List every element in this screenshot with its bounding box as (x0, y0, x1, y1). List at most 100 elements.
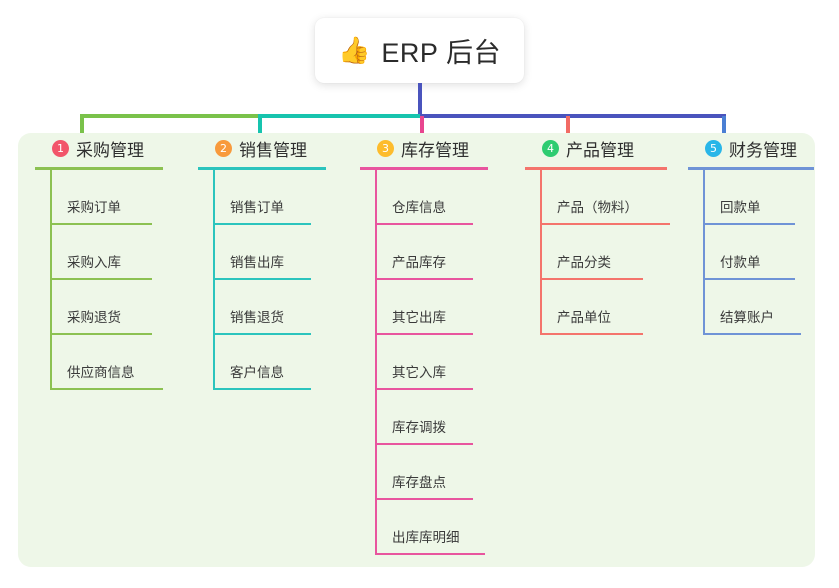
branch-item[interactable]: 其它入库 (360, 335, 488, 390)
branch-header-sales[interactable]: 2 销售管理 (198, 133, 326, 163)
branch-badge-inventory: 3 (377, 139, 394, 157)
branch-item-label: 出库库明细 (392, 530, 460, 545)
branch-item[interactable]: 销售订单 (198, 170, 326, 225)
branch-badge-product: 4 (542, 139, 559, 157)
branch-item-rule (50, 278, 152, 280)
branch-trunk-finance (703, 170, 705, 335)
branch-item-rule (703, 278, 795, 280)
branch-item-rule (375, 223, 473, 225)
branch-item-label: 仓库信息 (392, 200, 446, 215)
branch-item-label: 采购订单 (67, 200, 121, 215)
branch-item-label: 产品库存 (392, 255, 446, 270)
connector-segment-teal (258, 114, 420, 118)
branch-items-sales: 销售订单销售出库销售退货客户信息 (198, 170, 326, 390)
branch-item[interactable]: 供应商信息 (35, 335, 163, 390)
branch-item-label: 结算账户 (720, 310, 774, 325)
branch-item-label: 回款单 (720, 200, 761, 215)
branch-item-label: 供应商信息 (67, 365, 135, 380)
branch-item[interactable]: 产品分类 (525, 225, 667, 280)
branch-item-rule (375, 388, 473, 390)
branch-item-label: 采购退货 (67, 310, 121, 325)
branch-title-finance: 财务管理 (729, 140, 797, 160)
branch-item[interactable]: 采购订单 (35, 170, 163, 225)
branch-item-rule (375, 553, 485, 555)
branch-item-rule (213, 333, 311, 335)
branch-item-rule (50, 333, 152, 335)
branch-title-purchase: 采购管理 (76, 140, 144, 160)
connector-segment-green (80, 114, 258, 118)
branch-item-label: 采购入库 (67, 255, 121, 270)
branch-item-label: 产品单位 (557, 310, 611, 325)
branch-item-label: 销售订单 (230, 200, 284, 215)
thumbs-up-icon: 👍 (338, 35, 371, 66)
branch-column-inventory: 3 库存管理仓库信息产品库存其它出库其它入库库存调拨库存盘点出库库明细 (360, 133, 488, 555)
root-stem-connector (418, 83, 422, 116)
branch-item-rule (213, 223, 311, 225)
branch-item-rule (375, 498, 473, 500)
branch-item-label: 其它入库 (392, 365, 446, 380)
branch-badge-purchase: 1 (52, 139, 69, 157)
branch-item-rule (50, 223, 152, 225)
branch-badge-sales: 2 (215, 139, 232, 157)
branch-title-sales: 销售管理 (239, 140, 307, 160)
branch-trunk-product (540, 170, 542, 335)
branch-item[interactable]: 产品库存 (360, 225, 488, 280)
branch-items-product: 产品（物料） 产品分类产品单位 (525, 170, 670, 335)
branch-item[interactable]: 客户信息 (198, 335, 326, 390)
branch-items-purchase: 采购订单采购入库采购退货供应商信息 (35, 170, 163, 390)
branch-item-label: 客户信息 (230, 365, 284, 380)
branch-column-sales: 2 销售管理销售订单销售出库销售退货客户信息 (198, 133, 326, 390)
branch-header-product[interactable]: 4 产品管理 (525, 133, 667, 163)
branch-item-label: 其它出库 (392, 310, 446, 325)
branch-column-purchase: 1 采购管理采购订单采购入库采购退货供应商信息 (35, 133, 163, 390)
branch-item-rule (375, 443, 473, 445)
branch-item[interactable]: 仓库信息 (360, 170, 488, 225)
branch-item[interactable]: 采购退货 (35, 280, 163, 335)
branch-column-finance: 5 财务管理回款单付款单结算账户 (688, 133, 814, 335)
branch-item-rule (375, 278, 473, 280)
branch-header-inventory[interactable]: 3 库存管理 (360, 133, 488, 163)
branch-item-rule (703, 333, 801, 335)
branch-item[interactable]: 出库库明细 (360, 500, 488, 555)
branch-item[interactable]: 结算账户 (688, 280, 814, 335)
branch-item[interactable]: 销售退货 (198, 280, 326, 335)
branch-item-rule (375, 333, 473, 335)
branch-header-finance[interactable]: 5 财务管理 (688, 133, 814, 163)
branch-item[interactable]: 采购入库 (35, 225, 163, 280)
branch-item-label: 库存调拨 (392, 420, 446, 435)
branch-item[interactable]: 其它出库 (360, 280, 488, 335)
branch-item[interactable]: 产品（物料） (525, 170, 670, 225)
branch-item[interactable]: 库存盘点 (360, 445, 488, 500)
branch-item[interactable]: 库存调拨 (360, 390, 488, 445)
branch-header-rule-product (525, 167, 667, 170)
connector-segment-purple (420, 114, 726, 118)
branch-item-rule (213, 278, 311, 280)
branch-item-label: 库存盘点 (392, 475, 446, 490)
branch-item-label: 产品分类 (557, 255, 611, 270)
branch-items-inventory: 仓库信息产品库存其它出库其它入库库存调拨库存盘点出库库明细 (360, 170, 488, 555)
root-node-title: ERP 后台 (381, 38, 501, 68)
branch-trunk-inventory (375, 170, 377, 555)
branch-item[interactable]: 付款单 (688, 225, 814, 280)
branch-header-rule-sales (198, 167, 326, 170)
branch-items-finance: 回款单付款单结算账户 (688, 170, 814, 335)
branch-trunk-purchase (50, 170, 52, 390)
branch-item-rule (540, 223, 670, 225)
branch-item-rule (50, 388, 163, 390)
branch-badge-finance: 5 (705, 139, 722, 157)
branch-header-purchase[interactable]: 1 采购管理 (35, 133, 163, 163)
branch-item[interactable]: 回款单 (688, 170, 814, 225)
branch-item-rule (213, 388, 311, 390)
branch-item-rule (540, 333, 643, 335)
branch-item-rule (540, 278, 643, 280)
branch-header-rule-finance (688, 167, 814, 170)
branch-header-rule-purchase (35, 167, 163, 170)
branch-title-product: 产品管理 (566, 140, 634, 160)
branch-title-inventory: 库存管理 (401, 140, 469, 160)
root-node-content: 👍 ERP 后台 (338, 31, 501, 70)
branch-item[interactable]: 产品单位 (525, 280, 667, 335)
branches-panel: 1 采购管理采购订单采购入库采购退货供应商信息 2 销售管理销售订单销售出库销售退货客… (18, 133, 815, 567)
branch-item-label: 付款单 (720, 255, 761, 270)
branch-item[interactable]: 销售出库 (198, 225, 326, 280)
root-node-card[interactable]: 👍 ERP 后台 (315, 18, 524, 83)
